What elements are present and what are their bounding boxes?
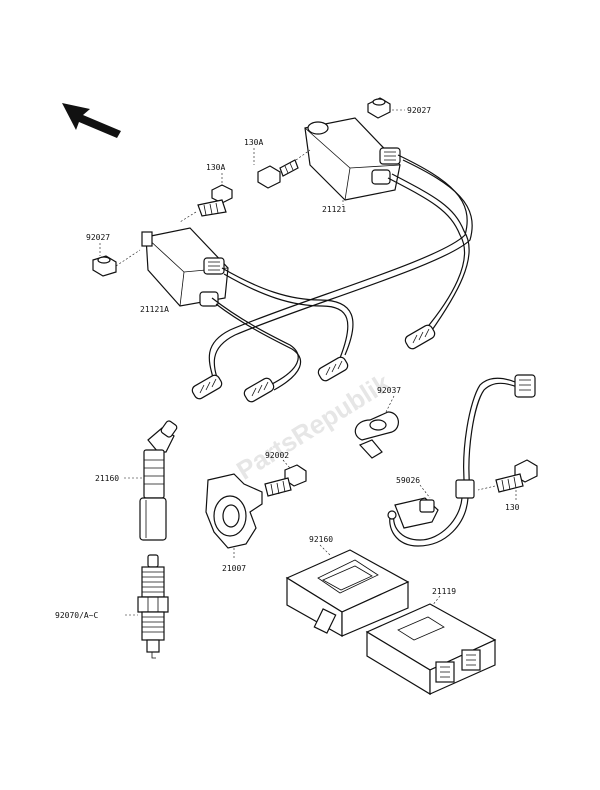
pickup-coil-59026[interactable] xyxy=(387,374,536,547)
label-92002: 92002 xyxy=(265,451,289,460)
ignition-coil-21121[interactable] xyxy=(304,117,401,201)
label-130a: 130A xyxy=(244,138,263,147)
label-21007: 21007 xyxy=(222,564,246,573)
label-92027-top: 92027 xyxy=(407,106,431,115)
direction-arrow-icon xyxy=(62,103,121,138)
label-130: 130 xyxy=(505,503,520,512)
nut-92027-left[interactable] xyxy=(92,255,117,277)
label-92037: 92037 xyxy=(377,386,401,395)
bolt-130[interactable] xyxy=(495,459,538,493)
label-21121a: 21121A xyxy=(140,305,169,314)
plug-cap-21160[interactable] xyxy=(139,420,178,541)
plug-cap-1 xyxy=(191,374,223,400)
igniter-92160[interactable] xyxy=(285,549,410,638)
plug-cap-3 xyxy=(317,356,349,382)
spark-plug-92070[interactable] xyxy=(137,554,169,659)
clamp-92037[interactable] xyxy=(354,411,399,459)
igniter-21119[interactable] xyxy=(365,603,497,696)
high-tension-leads xyxy=(208,154,473,391)
timing-rotor-21007[interactable] xyxy=(205,473,263,549)
label-21119: 21119 xyxy=(432,587,456,596)
nut-92027-top[interactable] xyxy=(367,97,391,119)
label-92070: 92070/A~C xyxy=(55,611,99,620)
label-130a-left: 130A xyxy=(206,163,225,172)
plug-cap-4 xyxy=(404,324,436,350)
label-59026: 59026 xyxy=(396,476,420,485)
ignition-coil-21121a[interactable] xyxy=(141,227,229,307)
plug-cap-2 xyxy=(243,377,275,403)
label-21160: 21160 xyxy=(95,474,119,483)
label-21121: 21121 xyxy=(322,205,346,214)
label-92027-left: 92027 xyxy=(86,233,110,242)
bolt-92002[interactable] xyxy=(264,464,307,497)
bolt-130a-center[interactable] xyxy=(257,159,299,189)
bolt-130a-left[interactable] xyxy=(197,184,233,217)
label-92160: 92160 xyxy=(309,535,333,544)
